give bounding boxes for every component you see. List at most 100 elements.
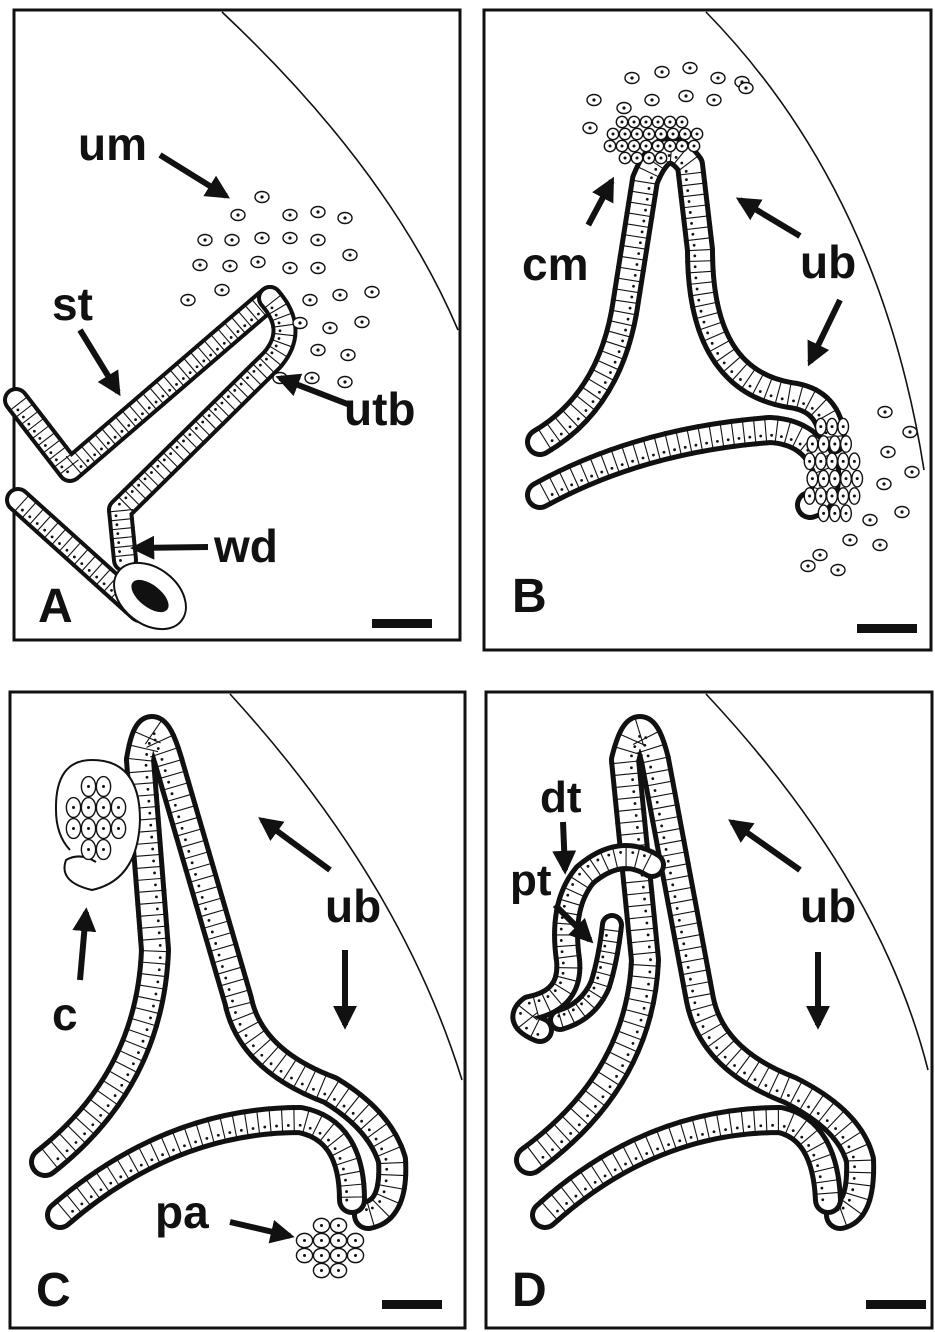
cell-nucleus [380,1147,383,1150]
cell-nucleus [58,542,61,545]
cell-nucleus [337,1224,340,1227]
cell-nucleus [21,509,24,512]
cell-nucleus [334,1147,337,1150]
cell-nucleus [695,444,698,447]
cell-nucleus [149,824,152,827]
cell-nucleus [727,438,730,441]
cell-nucleus [614,1168,617,1171]
cell-nucleus [158,968,161,971]
cell-nucleus [566,894,569,897]
cell-nucleus [256,260,259,263]
cell-nucleus [635,1157,638,1160]
cell-nucleus [908,430,911,433]
cell-nucleus [114,436,117,439]
cell-nucleus [147,800,150,803]
cell-nucleus [675,156,678,159]
cell-nucleus [744,86,747,89]
cell-nucleus [685,954,688,957]
cell-nucleus [337,1254,340,1257]
cell-nucleus [66,470,69,473]
cell-nucleus [848,1145,851,1148]
cell-nucleus [189,371,192,374]
cell-nucleus [344,1179,347,1182]
cell-nucleus [556,1210,559,1213]
cell-nucleus [120,1084,123,1087]
cell-nucleus [164,769,167,772]
cell-nucleus [749,385,752,388]
cell-nucleus [711,342,714,345]
cell-nucleus [560,433,563,436]
cell-nucleus [383,1190,386,1193]
cell-nucleus [228,264,231,267]
cell-nucleus [560,939,563,942]
cell-nucleus [303,1239,306,1242]
cell-nucleus [811,477,814,480]
cell-nucleus [770,394,773,397]
cell-nucleus [260,1054,263,1057]
cell-nucleus [797,1099,800,1102]
cell-nucleus [130,1169,133,1172]
cell-nucleus [188,433,191,436]
cell-nucleus [127,424,130,427]
panel-d-dt-arrow [563,822,565,870]
cell-nucleus [856,477,859,480]
panel-d: dt pt ub D [486,692,932,1328]
cell-nucleus [634,802,637,805]
cell-nucleus [632,1042,635,1045]
cell-nucleus [365,1208,368,1211]
cell-nucleus [93,453,96,456]
cell-nucleus [152,860,155,863]
cell-nucleus [642,220,645,223]
cell-nucleus [161,758,164,761]
cell-nucleus [172,1149,175,1152]
cell-nucleus [154,993,157,996]
cell-nucleus [716,76,719,79]
cell-nucleus [633,121,636,124]
cell-nucleus [819,1175,822,1178]
cell-nucleus [201,421,204,424]
cell-nucleus [224,977,227,980]
cell-nucleus [701,1133,704,1136]
cell-nucleus [278,337,281,340]
cell-nucleus [674,895,677,898]
cell-nucleus [227,395,230,398]
cell-nucleus [693,244,696,247]
cell-nucleus [316,348,319,351]
cell-nucleus [637,252,640,255]
cell-nucleus [851,1188,854,1191]
cell-nucleus [87,806,90,809]
cell-nucleus [738,437,741,440]
cell-nucleus [886,450,889,453]
cell-nucleus [580,1002,583,1005]
cell-nucleus [842,425,845,428]
cell-nucleus [196,365,199,368]
cell-nucleus [194,873,197,876]
cell-nucleus [528,1002,531,1005]
cell-nucleus [71,1210,74,1213]
cell-nucleus [290,1077,293,1080]
cell-nucleus [630,754,633,757]
cell-nucleus [288,213,291,216]
cell-nucleus [204,908,207,911]
cell-nucleus [298,321,301,324]
cell-nucleus [49,451,52,454]
cell-nucleus [154,739,157,742]
cell-nucleus [103,582,106,585]
cell-nucleus [602,1095,605,1098]
cell-nucleus [819,425,822,428]
cell-nucleus [645,1152,648,1155]
cell-nucleus [882,482,885,485]
cell-nucleus [167,781,170,784]
cell-nucleus [149,1016,152,1019]
cell-nucleus [287,1124,290,1127]
cell-nucleus [662,836,665,839]
cell-nucleus [627,1053,630,1056]
cell-nucleus [842,1136,845,1139]
cell-nucleus [822,477,825,480]
cell-nucleus [790,438,793,441]
cell-nucleus [87,827,90,830]
panel-d-scale-bar [866,1300,926,1309]
cell-nucleus [320,1239,323,1242]
cell-nucleus [240,1129,243,1132]
cell-nucleus [691,990,694,993]
